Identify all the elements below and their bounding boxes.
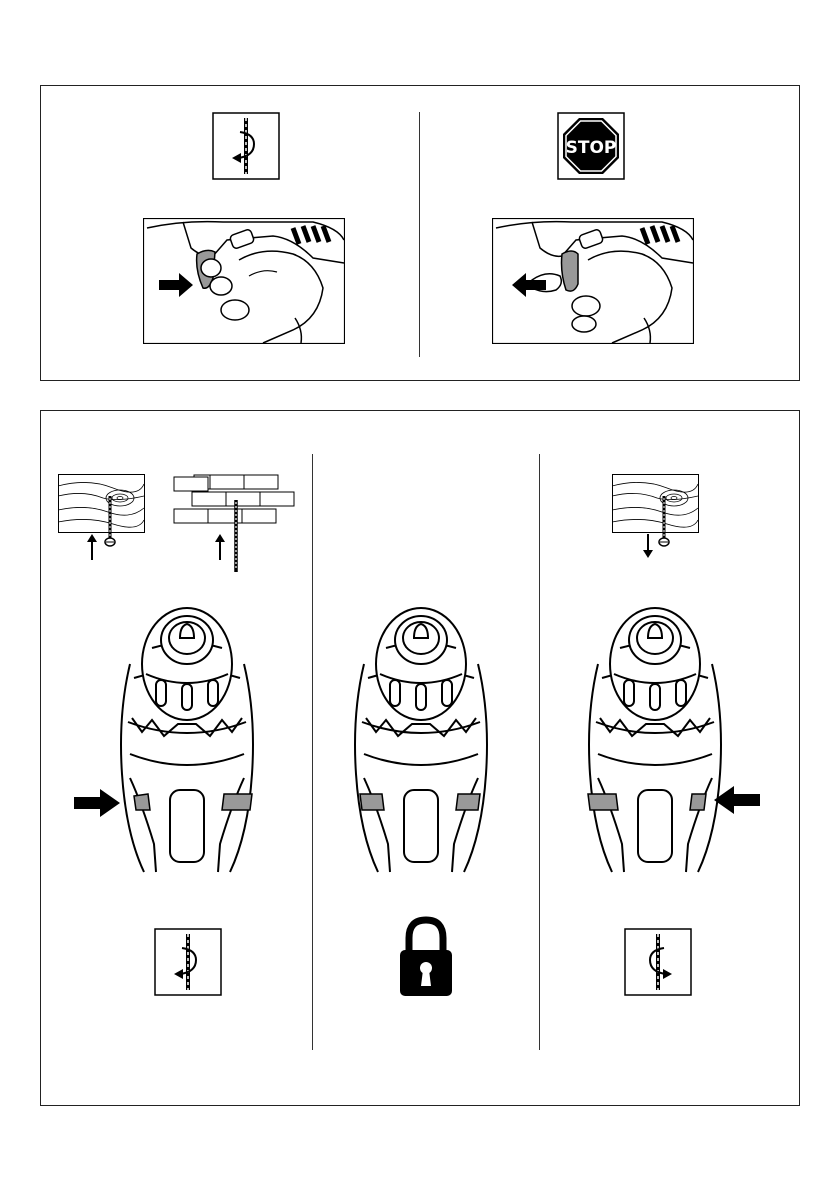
rotation-clockwise-icon: [154, 928, 222, 996]
trigger-panel-divider: [419, 112, 420, 357]
brick-drill-icon: [172, 474, 296, 574]
rotation-counterclockwise-icon: [624, 928, 692, 996]
direction-panel-divider-2: [539, 454, 540, 1050]
wood-screw-in-icon: [58, 474, 146, 560]
forward-arrow-icon: [74, 789, 120, 817]
drill-lock-position: [346, 604, 496, 876]
direction-panel-divider-1: [312, 454, 313, 1050]
stop-sign-icon: STOP: [557, 112, 625, 180]
wood-screw-out-icon: [612, 474, 700, 560]
drill-forward-position: [112, 604, 262, 876]
reverse-arrow-icon: [714, 786, 760, 814]
stop-sign-label: STOP: [566, 138, 617, 158]
trigger-press-photo: [143, 218, 345, 344]
trigger-release-photo: [492, 218, 694, 344]
rotation-clockwise-icon: [212, 112, 280, 180]
drill-reverse-position: [580, 604, 730, 876]
padlock-icon: [398, 916, 454, 998]
